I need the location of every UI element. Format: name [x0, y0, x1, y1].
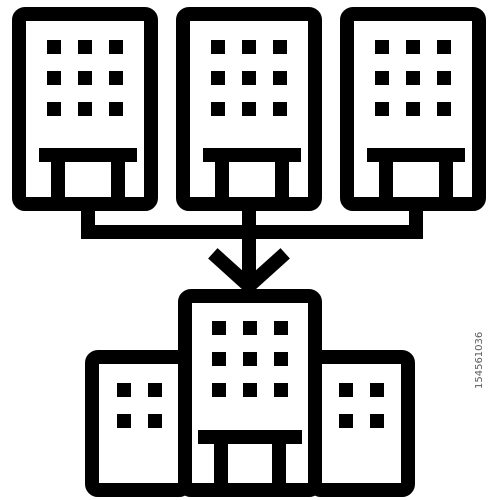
right-wing-window-2-2	[370, 414, 384, 428]
top-left-window-2-1	[47, 71, 61, 85]
top-left-window-2-3	[109, 71, 123, 85]
top-center-window-2-3	[273, 71, 287, 85]
merge-arrow-icon	[208, 248, 290, 293]
tower-window-2-3	[274, 352, 288, 366]
top-center-window-2-1	[211, 71, 225, 85]
top-left-window-3-3	[109, 102, 123, 116]
top-right-window-3-2	[406, 102, 420, 116]
top-center-window-2-2	[242, 71, 256, 85]
tower-window-3-2	[243, 383, 257, 397]
tower-window-1-1	[212, 321, 226, 335]
tower-window-1-3	[274, 321, 288, 335]
top-right-window-3-1	[375, 102, 389, 116]
top-center-window-1-3	[273, 40, 287, 54]
top-center-window-1-1	[211, 40, 225, 54]
left-wing-window-2-1	[117, 414, 131, 428]
right-wing-window-1-1	[339, 383, 353, 397]
top-center-window-3-2	[242, 102, 256, 116]
tower-window-2-2	[243, 352, 257, 366]
top-left-window-1-3	[109, 40, 123, 54]
top-left-window-1-1	[47, 40, 61, 54]
top-right-window-3-3	[437, 102, 451, 116]
top-right-window-1-3	[437, 40, 451, 54]
tower-window-2-1	[212, 352, 226, 366]
left-wing-window-1-1	[117, 383, 131, 397]
top-left-window-3-2	[78, 102, 92, 116]
top-center-window-3-3	[273, 102, 287, 116]
top-right-window-2-1	[375, 71, 389, 85]
right-wing-window-2-1	[339, 414, 353, 428]
top-left-window-1-2	[78, 40, 92, 54]
right-wing-window-1-2	[370, 383, 384, 397]
tower-window-1-2	[243, 321, 257, 335]
left-wing-window-2-2	[148, 414, 162, 428]
tower-window-3-1	[212, 383, 226, 397]
top-center-window-3-1	[211, 102, 225, 116]
merged-building-icon	[85, 289, 415, 497]
merge-connector-lines	[81, 197, 423, 289]
top-right-window-2-2	[406, 71, 420, 85]
tower-window-3-3	[274, 383, 288, 397]
top-right-window-1-1	[375, 40, 389, 54]
top-right-window-2-3	[437, 71, 451, 85]
top-left-window-3-1	[47, 102, 61, 116]
top-left-window-2-2	[78, 71, 92, 85]
building-windows	[47, 40, 451, 428]
stock-id-watermark: 154561036	[474, 331, 485, 389]
top-center-window-1-2	[242, 40, 256, 54]
top-right-window-1-2	[406, 40, 420, 54]
left-wing-window-1-2	[148, 383, 162, 397]
